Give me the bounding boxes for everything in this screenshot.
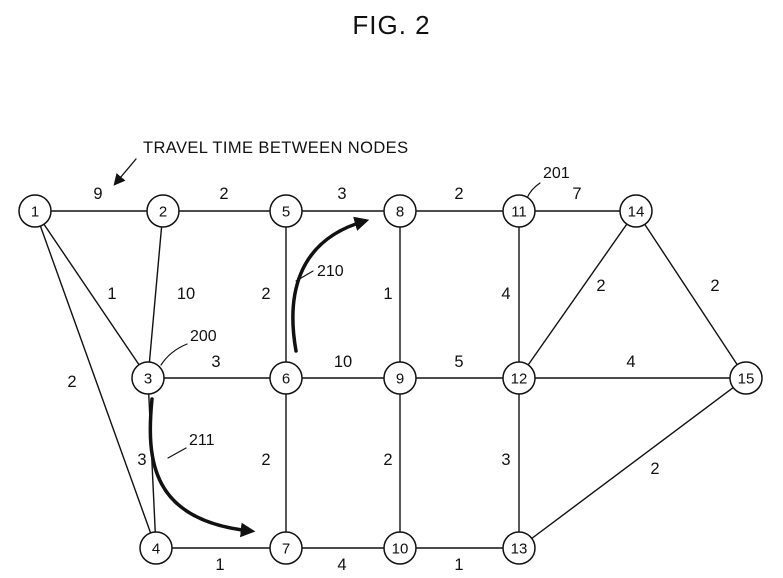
edge-weight-14-15: 2 <box>710 277 719 295</box>
edge-weight-1-3: 1 <box>107 285 116 303</box>
edge-weight-13-15: 2 <box>650 460 659 478</box>
edge-2-3 <box>147 210 164 379</box>
ref-201-label: 201 <box>543 165 570 182</box>
ref-200-label: 200 <box>190 328 217 345</box>
edge-weight-7-10: 4 <box>337 556 346 574</box>
edge-weight-9-12: 5 <box>454 353 463 371</box>
edge-weight-5-8: 3 <box>337 185 346 203</box>
edge-1-3 <box>34 210 149 379</box>
ref-201-leader <box>526 182 541 199</box>
node-label-10: 10 <box>392 540 409 557</box>
node-label-7: 7 <box>282 540 290 557</box>
ref-211-label: 211 <box>189 432 215 449</box>
travel-time-arrow <box>113 158 137 186</box>
node-8 <box>383 194 417 228</box>
edge-12-14 <box>518 210 637 379</box>
node-label-15: 15 <box>738 370 755 387</box>
edge-weight-1-2: 9 <box>93 185 102 203</box>
edge-weight-5-6: 2 <box>261 285 270 303</box>
node-14 <box>619 194 653 228</box>
edge-14-15 <box>635 210 747 379</box>
node-label-4: 4 <box>152 540 160 557</box>
node-label-6: 6 <box>282 370 290 387</box>
ref-210-label: 210 <box>317 263 344 280</box>
travel-time-label: TRAVEL TIME BETWEEN NODES <box>143 139 408 157</box>
route-arrow-210 <box>291 216 370 353</box>
node-5 <box>269 194 303 228</box>
edge-weight-9-10: 2 <box>383 451 392 469</box>
edge-1-4 <box>34 210 157 549</box>
edge-weight-3-6: 3 <box>211 353 220 371</box>
edge-weight-10-13: 1 <box>454 556 463 574</box>
edge-weight-12-13: 3 <box>501 451 510 469</box>
edge-weight-8-11: 2 <box>454 185 463 203</box>
node-15 <box>729 361 763 395</box>
node-12 <box>502 361 536 395</box>
node-9 <box>383 361 417 395</box>
node-3 <box>131 361 165 395</box>
node-label-5: 5 <box>282 203 290 220</box>
node-label-1: 1 <box>31 203 39 220</box>
edge-weight-12-14: 2 <box>596 277 605 295</box>
edges-layer <box>34 210 747 549</box>
node-2 <box>146 194 180 228</box>
edge-weight-4-7: 1 <box>215 556 224 574</box>
node-7 <box>269 531 303 565</box>
node-1 <box>18 194 52 228</box>
figure-title: FIG. 2 <box>352 10 431 40</box>
route-arrow-211 <box>148 397 256 538</box>
edge-weight-11-12: 4 <box>501 285 510 303</box>
node-10 <box>383 531 417 565</box>
node-label-3: 3 <box>144 370 152 387</box>
edge-weight-1-4: 2 <box>67 373 76 391</box>
node-label-11: 11 <box>511 203 527 220</box>
node-label-2: 2 <box>159 203 167 220</box>
node-6 <box>269 361 303 395</box>
edge-13-15 <box>518 377 747 549</box>
node-label-9: 9 <box>396 370 404 387</box>
edge-weight-8-9: 1 <box>383 285 392 303</box>
edge-weight-6-9: 10 <box>334 353 352 371</box>
ref-211-leader <box>167 447 187 459</box>
node-label-8: 8 <box>396 203 404 220</box>
edge-3-4 <box>147 377 157 549</box>
annotation-arrow-layer <box>113 158 541 538</box>
edge-weight-3-4: 3 <box>137 451 146 469</box>
node-label-13: 13 <box>511 540 528 557</box>
node-label-12: 12 <box>511 370 528 387</box>
node-label-14: 14 <box>628 203 645 220</box>
node-11 <box>502 194 536 228</box>
edge-weight-11-14: 7 <box>572 185 581 203</box>
ref-200-leader <box>160 343 188 366</box>
edge-weight-2-5: 2 <box>219 185 228 203</box>
edge-weight-2-3: 10 <box>177 285 195 303</box>
edge-weight-6-7: 2 <box>261 451 270 469</box>
node-4 <box>139 531 173 565</box>
node-13 <box>502 531 536 565</box>
edge-weight-12-15: 4 <box>626 353 635 371</box>
